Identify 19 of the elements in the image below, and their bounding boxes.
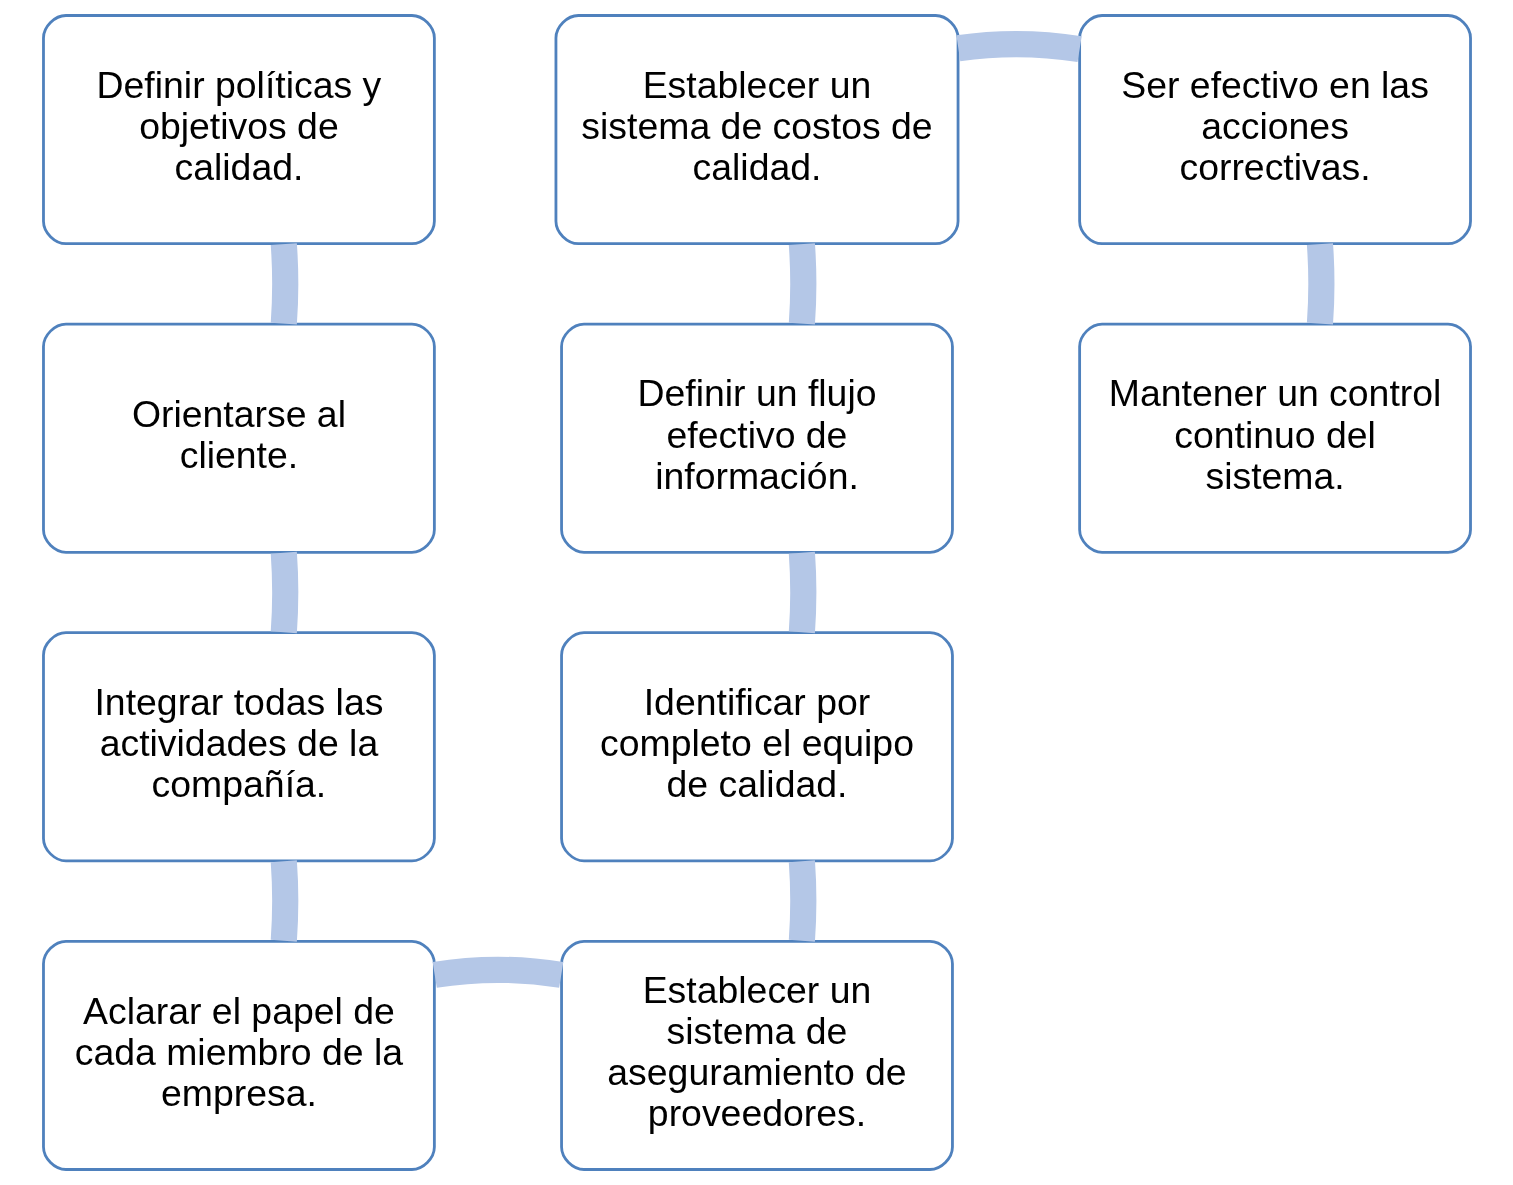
node-box: Aclarar el papel de cada miembro de la empresa.: [41, 939, 436, 1171]
connector: [270, 860, 298, 942]
node-box: Orientarse al cliente.: [41, 322, 436, 554]
connector: [956, 30, 1082, 63]
node-box: Identificar por completo el equipo de calidad.: [559, 631, 954, 863]
connector: [270, 551, 298, 634]
connector: [1306, 243, 1334, 325]
node-box: Definir políticas y objetivos de calidad.: [41, 14, 436, 246]
connector: [432, 956, 563, 988]
node-box: Definir un flujo efectivo de información.: [559, 322, 954, 554]
node-box: Ser efectivo en las acciones correctivas.: [1077, 14, 1472, 246]
node-box: Mantener un control continuo del sistema.: [1077, 322, 1472, 554]
connector: [788, 860, 816, 942]
connector: [788, 243, 816, 325]
node-box: Establecer un sistema de aseguramiento de proveedores.: [559, 939, 954, 1171]
node-box: Establecer un sistema de costos de calidad.: [554, 14, 959, 246]
connector: [270, 243, 298, 325]
node-box: Integrar todas las actividades de la compañía.: [41, 631, 436, 863]
connector: [788, 551, 816, 634]
